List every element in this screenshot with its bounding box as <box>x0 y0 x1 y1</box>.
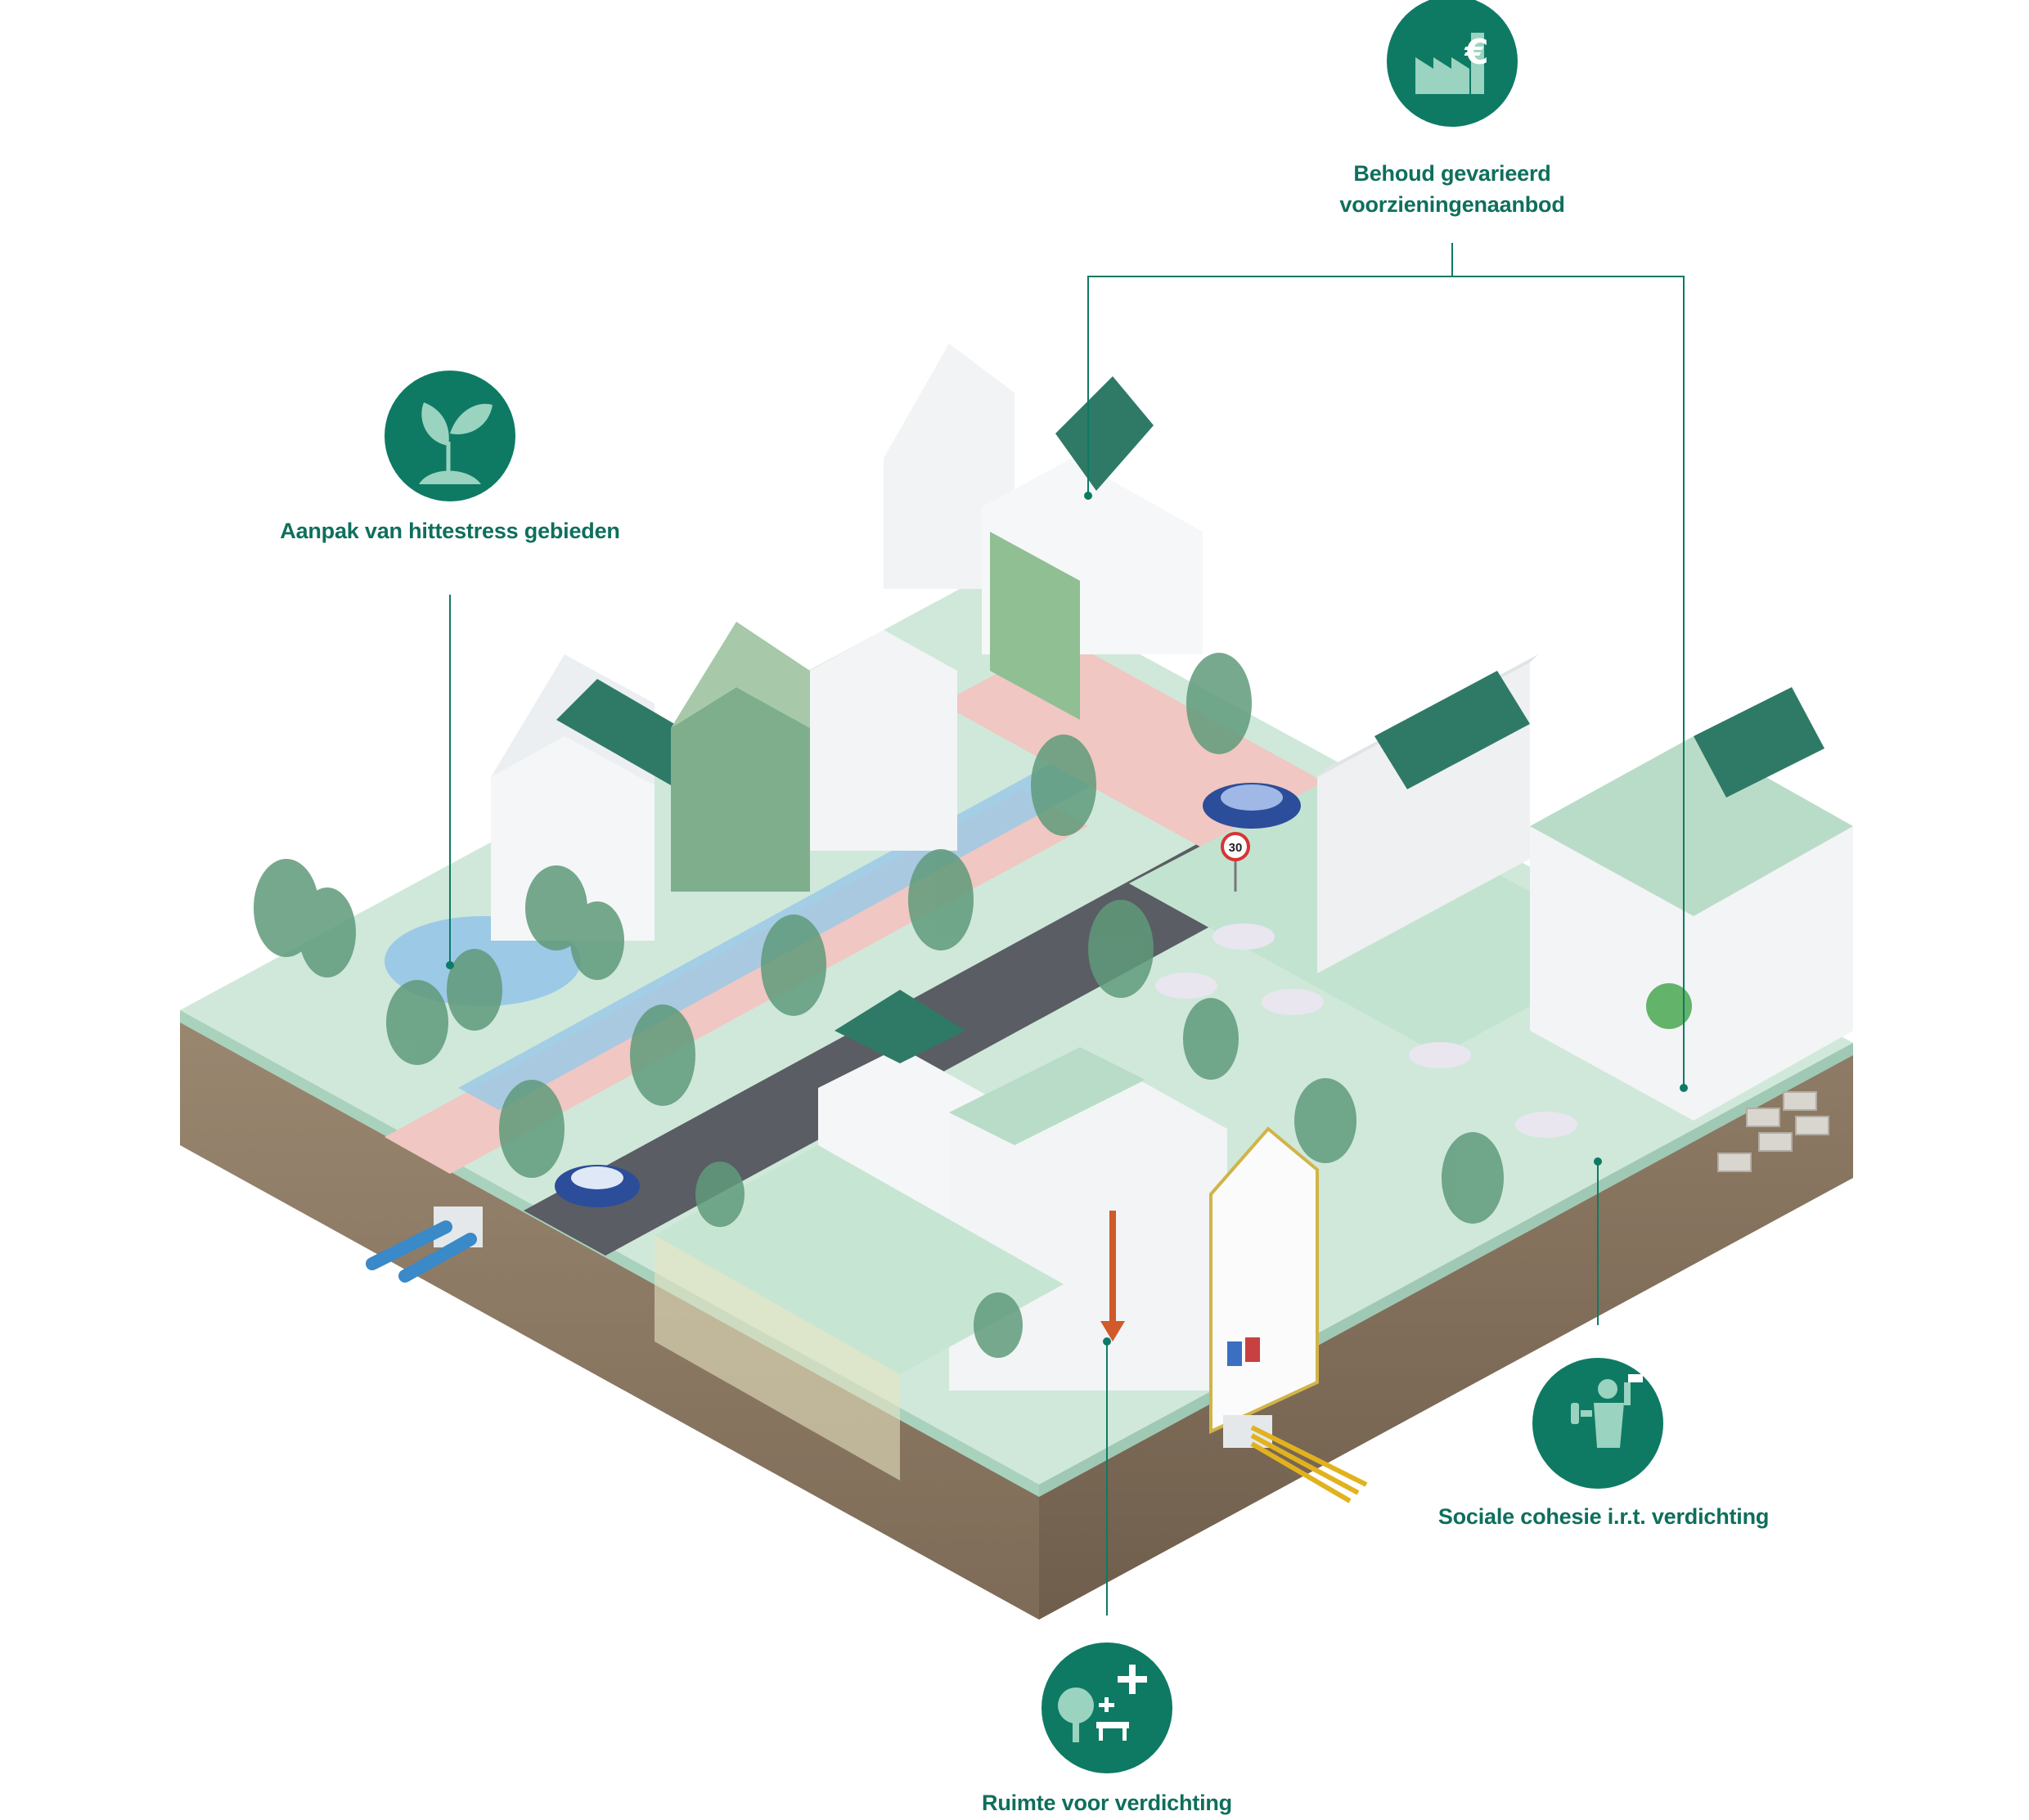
autonomous-car <box>555 1165 640 1207</box>
callout-facilities-icon-group: € <box>1387 0 1518 127</box>
label-heat-stress: Aanpak van hittestress gebieden <box>280 519 620 543</box>
fitness-person-icon <box>1571 1374 1643 1448</box>
shop-cart-sign <box>1646 983 1692 1029</box>
callout-heat-stress-icon-group <box>385 371 515 501</box>
svg-text:€: € <box>1464 32 1488 72</box>
green-facade <box>990 532 1080 720</box>
leader-facilities <box>1087 243 1453 496</box>
underground-infrastructure <box>366 1091 1829 1503</box>
tree-bench-plus-icon <box>1058 1665 1147 1742</box>
sprout-icon <box>419 402 493 484</box>
speed-sign: 30 <box>1221 832 1250 892</box>
label-facilities: Behoud gevarieerd voorzieningenaanbod <box>1289 158 1616 220</box>
label-facilities-line-2: voorzieningenaanbod <box>1339 192 1565 217</box>
front-gardens <box>655 1145 1064 1481</box>
vehicles: 30 <box>555 783 1301 1207</box>
parasols <box>1155 923 1577 1138</box>
electric-car <box>1203 783 1301 829</box>
callout-densification-icon-group <box>1041 1642 1172 1773</box>
callout-leaders <box>446 243 1688 1616</box>
speed-sign-text: 30 <box>1229 841 1243 855</box>
right-block-buildings <box>1317 654 1853 1121</box>
cutaway-house <box>1209 1126 1319 1435</box>
label-facilities-line-1: Behoud gevarieerd <box>1353 161 1551 186</box>
factory-euro-icon: € <box>1415 32 1489 94</box>
callout-social-cohesion-icon-group <box>1532 1358 1663 1489</box>
label-densification: Ruimte voor verdichting <box>982 1791 1232 1815</box>
label-social-cohesion: Sociale cohesie i.r.t. verdichting <box>1437 1504 1770 1529</box>
trees <box>254 653 1504 1358</box>
